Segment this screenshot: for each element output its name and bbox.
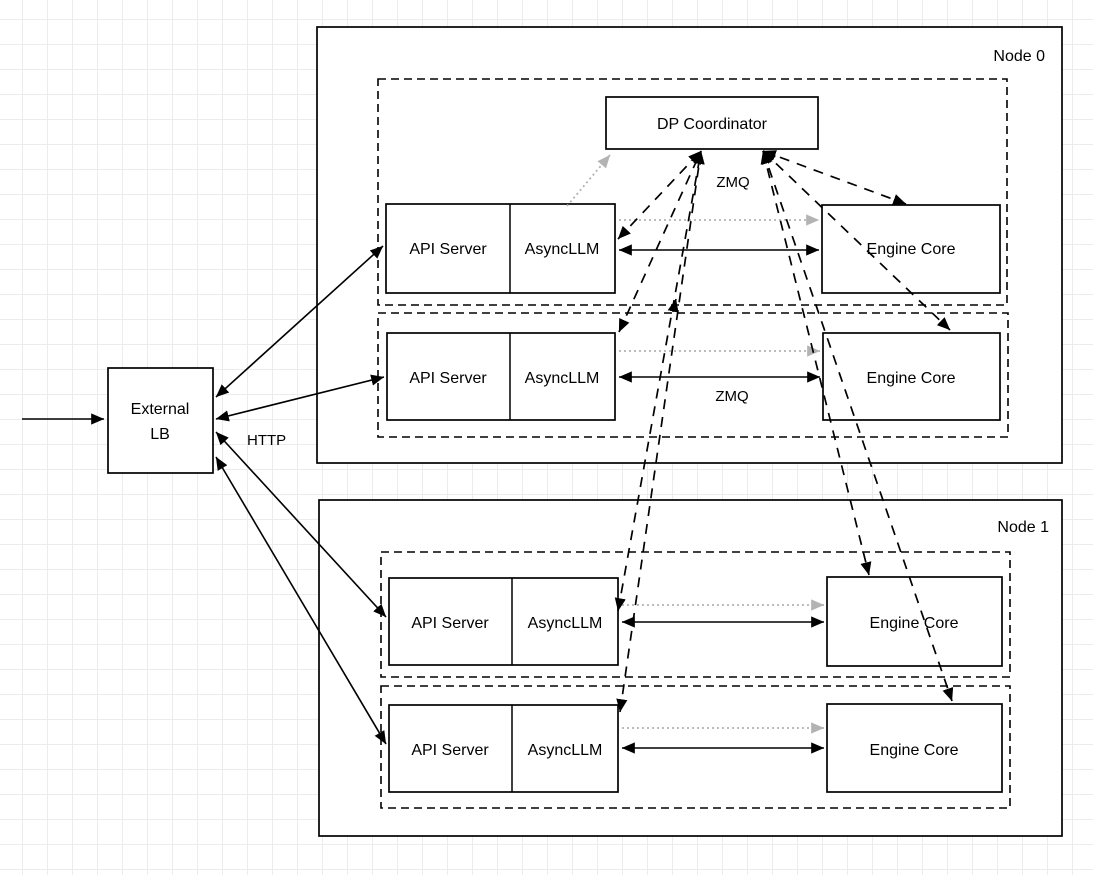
zmq-label-top: ZMQ [716, 174, 749, 191]
node1-row2-engine-core-box [826, 703, 1003, 793]
node0-row1-engine-core-label: Engine Core [867, 241, 956, 258]
node0-row2-asyncllm-label: AsyncLLM [525, 370, 600, 387]
node1-row2-engine-core-label: Engine Core [870, 742, 959, 759]
node1-row1-asyncllm-label: AsyncLLM [528, 615, 603, 632]
zmq-label-bottom: ZMQ [715, 388, 748, 405]
dp-coordinator-box [605, 96, 819, 150]
edge-lb-node1-api2 [215, 456, 387, 745]
node1-title: Node 1 [997, 519, 1049, 536]
node0-row2-engine-core-label: Engine Core [867, 370, 956, 387]
external-lb-label-line2: LB [150, 426, 170, 443]
node0-row1-dashed-group [377, 78, 1008, 306]
edge-dashed-coordinator-engine-node1-row2 [761, 150, 954, 702]
node1-row1-api-server-label: API Server [411, 615, 489, 632]
node1-row1-engine-core-label: Engine Core [870, 615, 959, 632]
node0-title: Node 0 [993, 48, 1045, 65]
node1-row1-api-asyncllm-box [388, 577, 619, 666]
node0-row1-api-server-label: API Server [409, 241, 487, 258]
dp-coordinator-label: DP Coordinator [657, 116, 768, 133]
node1-row2-api-server-label: API Server [411, 742, 489, 759]
external-lb-box [107, 367, 214, 474]
node0-row1-asyncllm-label: AsyncLLM [525, 241, 600, 258]
node0-row1-api-asyncllm-box [385, 203, 616, 294]
external-lb-label-line1: External [131, 401, 190, 418]
edge-dotted-asyncllm-to-coordinator [566, 154, 611, 207]
node1-row2-api-asyncllm-box [388, 704, 619, 793]
edge-dashed-mid-arrowhead [667, 298, 679, 313]
node0-row2-api-asyncllm-box [386, 332, 616, 421]
edge-lb-node0-api1 [215, 245, 384, 398]
edge-lb-node0-api2 [215, 374, 385, 422]
node1-row2-asyncllm-label: AsyncLLM [528, 742, 603, 759]
http-label: HTTP [247, 432, 286, 449]
edge-dashed-coordinator-asyncllm-node1-row2 [616, 150, 705, 713]
node0-row2-api-server-label: API Server [409, 370, 487, 387]
